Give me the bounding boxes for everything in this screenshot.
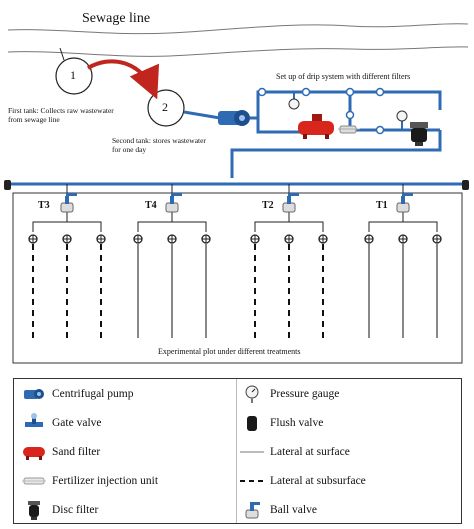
legend-label: Sand filter [52, 445, 101, 458]
experimental-plot-box [12, 192, 463, 364]
ball-valve-t2 [282, 193, 299, 213]
legend-item-sand-filter: Sand filter [18, 439, 238, 464]
legend-label: Centrifugal pump [52, 387, 134, 400]
legend-divider [236, 379, 237, 523]
flush-valve-icon [247, 416, 257, 431]
ball-valve-t3 [60, 193, 77, 213]
network-pressure-gauges [288, 92, 408, 130]
centrifugal-pump [218, 110, 250, 126]
disc-filter [410, 122, 428, 146]
treatment-label-t4: T4 [145, 200, 157, 211]
tank1-inflow-line [59, 47, 65, 61]
treatment-blocks [28, 184, 442, 338]
legend-item-lateral-subsurface-line: Lateral at subsurface [236, 468, 456, 493]
treatment-label-t1: T1 [376, 200, 388, 211]
sewage-line-bottom-border [7, 46, 469, 57]
legend-label: Pressure gauge [270, 387, 340, 400]
centrifugal-pump-icon [24, 389, 44, 399]
plot-caption: Experimental plot under different treatm… [158, 347, 301, 356]
tank-2-number: 2 [162, 100, 168, 114]
sewage-line-top-border [7, 23, 469, 35]
suction-pipe [183, 110, 221, 120]
legend-item-pressure-gauge: Pressure gauge [236, 381, 456, 406]
legend-label: Disc filter [52, 503, 99, 516]
sand-filter-icon [23, 447, 45, 460]
legend-item-disc-filter: Disc filter [18, 497, 238, 522]
lateral-surface-line-icon [240, 451, 264, 453]
tank-2-caption: Second tank: stores wastewater for one d… [112, 136, 206, 154]
ball-valve-t1 [396, 193, 413, 213]
tank-1 [55, 57, 93, 95]
flush-valve-right [462, 180, 469, 190]
submain-t1 [368, 221, 438, 232]
legend-label: Lateral at subsurface [270, 474, 366, 487]
drip-setup-label: Set up of drip system with different fil… [276, 72, 411, 81]
legend-item-centrifugal-pump: Centrifugal pump [18, 381, 238, 406]
legend-label: Flush valve [270, 416, 324, 429]
legend-item-flush-valve: Flush valve [236, 410, 456, 435]
submain-t2 [254, 221, 324, 232]
legend-label: Ball valve [270, 503, 317, 516]
legend-item-lateral-surface-line: Lateral at surface [236, 439, 456, 464]
network-gate-valves [257, 87, 385, 135]
treatment-label-t2: T2 [262, 200, 274, 211]
sand-filter [298, 114, 334, 139]
fertilizer-injection-unit [338, 125, 360, 134]
ball-valve-t4 [165, 193, 182, 213]
transfer-arrow [86, 59, 160, 100]
pressure-gauge-icon [245, 385, 259, 403]
sewage-line-title: Sewage line [82, 11, 151, 26]
submain-t3 [32, 221, 102, 232]
legend-item-fertilizer-injection: Fertilizer injection unit [18, 468, 238, 493]
legend-item-gate-valve: Gate valve [18, 410, 238, 435]
legend-label: Lateral at surface [270, 445, 350, 458]
submain-t4 [137, 221, 207, 232]
tank-1-number: 1 [70, 68, 76, 82]
lateral-subsurface-line-icon [240, 480, 264, 482]
legend-label: Fertilizer injection unit [52, 474, 159, 487]
tank-1-caption: First tank: Collects raw wastewater from… [8, 106, 114, 124]
disc-filter-icon [28, 501, 40, 520]
legend-label: Gate valve [52, 416, 102, 429]
flush-valve-left [4, 180, 11, 190]
fertilizer-injection-icon [22, 477, 46, 485]
treatment-label-t3: T3 [38, 200, 50, 211]
gate-valve-icon [25, 413, 43, 427]
legend-item-ball-valve: Ball valve [236, 497, 456, 522]
ball-valve-icon [245, 502, 260, 519]
